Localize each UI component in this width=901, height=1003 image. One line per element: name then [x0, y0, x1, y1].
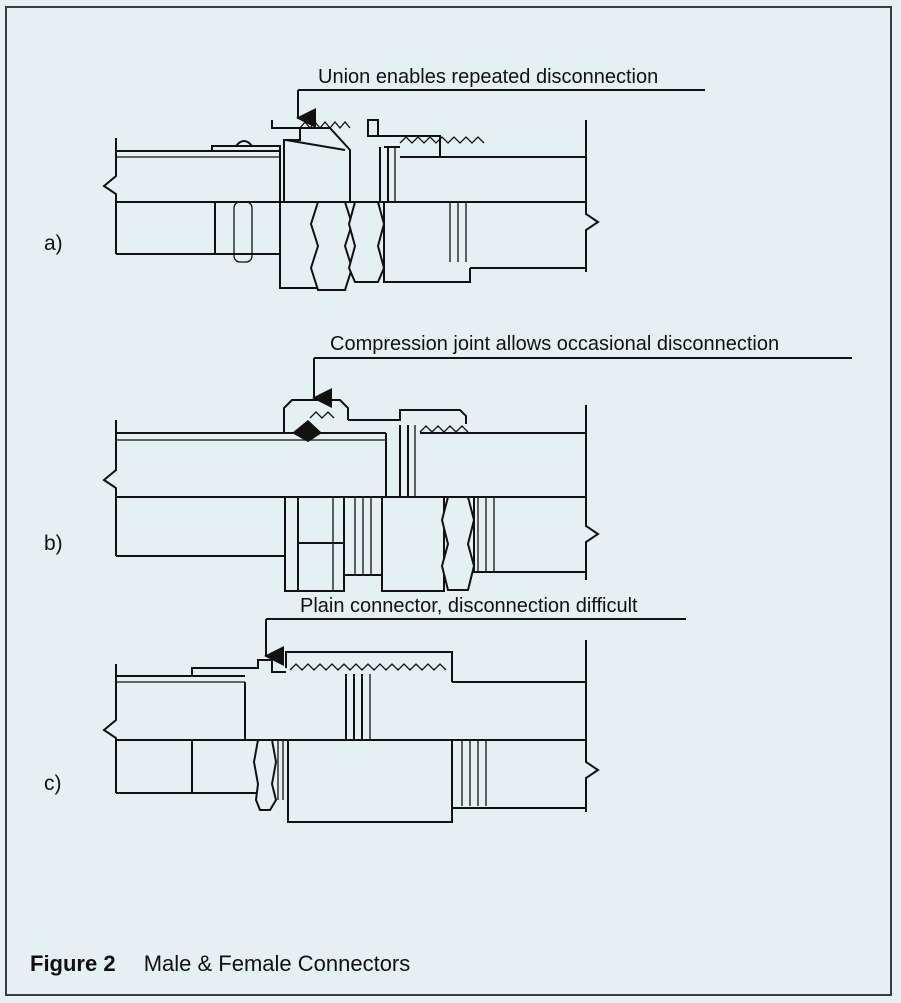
figure-title: Male & Female Connectors	[143, 951, 411, 976]
panel-b: Compression joint allows occasional disc…	[44, 333, 852, 592]
compression-fitting	[283, 399, 500, 592]
panel-label-b: b)	[44, 532, 63, 555]
callout-text-a: Union enables repeated disconnection	[318, 66, 658, 88]
callout-c: Plain connector, disconnection difficult	[264, 595, 686, 666]
panel-label-a: a)	[44, 232, 63, 255]
callout-b: Compression joint allows occasional disc…	[312, 333, 852, 408]
panel-c: Plain connector, disconnection difficult…	[44, 595, 686, 823]
union-fitting	[211, 119, 485, 291]
plain-connector	[191, 651, 505, 823]
pipe-left-a	[102, 138, 280, 255]
callout-a: Union enables repeated disconnection	[296, 66, 705, 128]
figure-caption: Figure 2 Male & Female Connectors	[30, 951, 410, 977]
figure-number: Figure 2	[30, 951, 116, 976]
callout-text-b: Compression joint allows occasional disc…	[330, 333, 779, 355]
panel-a: Union enables repeated disconnection a)	[44, 66, 705, 291]
panel-label-c: c)	[44, 772, 62, 795]
callout-text-c: Plain connector, disconnection difficult	[300, 595, 638, 617]
